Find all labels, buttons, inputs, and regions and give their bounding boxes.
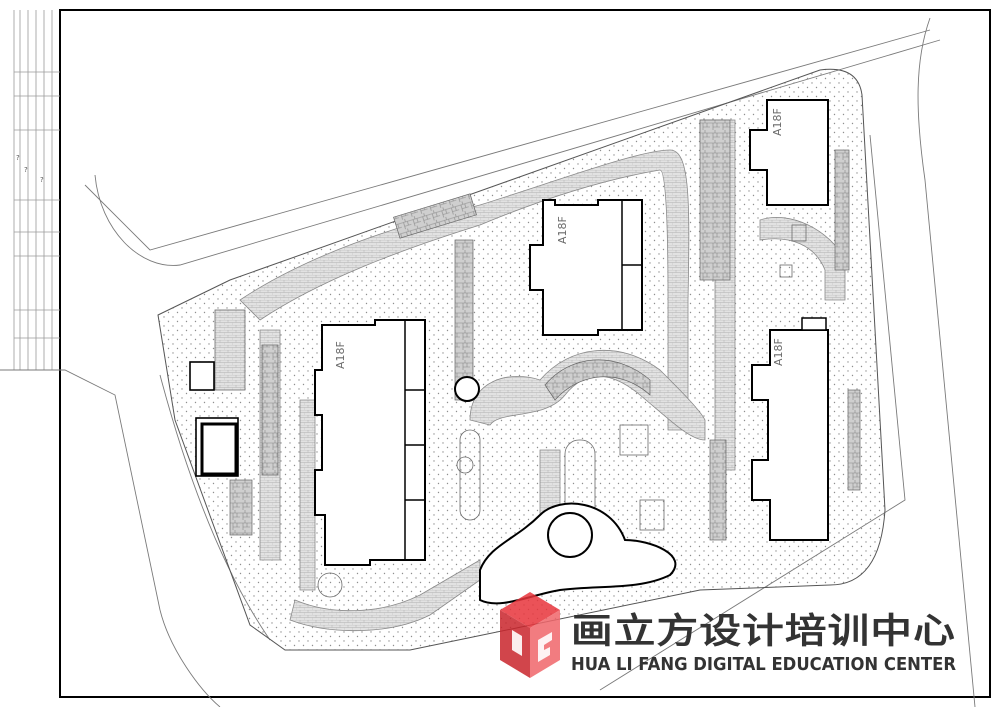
- title-block-mark: ?: [40, 176, 44, 184]
- title-block-mark: ?: [16, 154, 20, 162]
- title-block-strip: [13, 10, 60, 371]
- plaza-fountain: [547, 512, 593, 558]
- building-label: A18F: [556, 216, 569, 244]
- title-block-mark: ?: [24, 166, 28, 174]
- building-east-bottom-annex: [801, 317, 827, 331]
- watermark-text-en: HUA LI FANG DIGITAL EDUCATION CENTER: [571, 654, 956, 675]
- watermark-text-cn: 画立方设计培训中心: [571, 612, 956, 652]
- garden-outlines: [214, 224, 807, 598]
- building-center-units: [621, 200, 642, 330]
- building-east-bottom: [751, 329, 829, 541]
- building-label: A18F: [771, 108, 784, 136]
- drawing-border: [59, 9, 991, 698]
- building-center: [529, 199, 643, 336]
- guard-house: [189, 361, 215, 391]
- building-label: A18F: [772, 338, 785, 366]
- building-west: [314, 319, 426, 566]
- building-west-units: [404, 320, 425, 560]
- round-feature: [454, 376, 480, 402]
- gate-house-inner: [200, 422, 238, 476]
- building-label: A18F: [334, 341, 347, 369]
- building-east-top: [749, 99, 829, 206]
- watermark-logo-icon: [500, 592, 560, 678]
- stone-strips: [229, 119, 861, 541]
